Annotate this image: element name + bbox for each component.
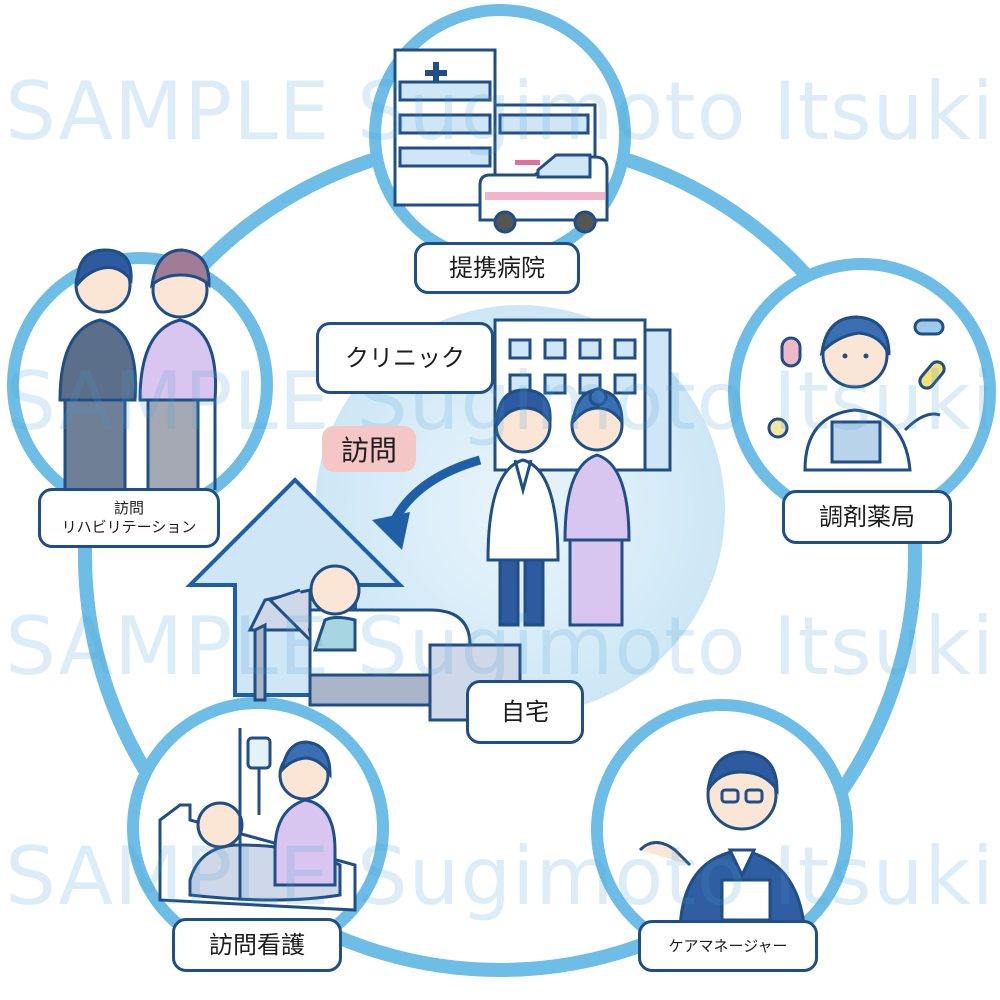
home-label: 自宅 bbox=[466, 680, 584, 744]
ambulance-icon bbox=[478, 153, 609, 234]
rehab-label-line2: リハビリテーション bbox=[61, 518, 197, 536]
nurse-icon bbox=[158, 728, 357, 912]
clinic-nurse-icon bbox=[563, 387, 631, 627]
rehab-label: 訪問 リハビリテーション bbox=[38, 488, 220, 548]
visit-label: 訪問 bbox=[322, 426, 416, 472]
doctor-icon bbox=[486, 388, 560, 627]
hospital-label: 提携病院 bbox=[414, 242, 580, 294]
care-manager-icon bbox=[638, 750, 807, 937]
pharmacist-icon bbox=[767, 315, 946, 472]
rehab-label-line1: 訪問 bbox=[113, 499, 144, 518]
hospital-icon bbox=[393, 48, 597, 207]
visit-arrow-head bbox=[372, 512, 410, 550]
care-manager-label: ケアマネージャー bbox=[638, 920, 818, 972]
pharmacy-node-circle bbox=[728, 258, 996, 526]
bed-patient-icon bbox=[247, 564, 522, 722]
clinic-label: クリニック bbox=[316, 322, 494, 394]
pharmacy-label: 調剤薬局 bbox=[782, 490, 952, 544]
nursing-label: 訪問看護 bbox=[172, 918, 342, 972]
